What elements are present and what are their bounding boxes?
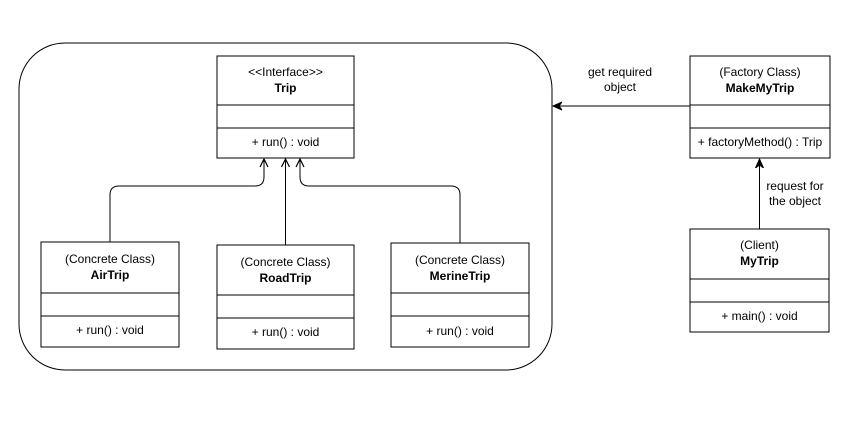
class-merine-trip-box [390, 242, 530, 348]
class-merine-trip-name: MerineTrip [430, 269, 491, 283]
class-trip-box [216, 55, 355, 159]
label-request-line1: request for [766, 179, 823, 193]
class-make-my-trip: (Factory Class) MakeMyTrip + factoryMeth… [689, 55, 831, 159]
class-make-my-trip-stereotype: (Factory Class) [719, 65, 800, 79]
edge-airtrip-to-trip [109, 159, 264, 242]
class-make-my-trip-method: + factoryMethod() : Trip [698, 135, 823, 149]
class-road-trip: (Concrete Class) RoadTrip + run() : void [216, 244, 355, 350]
edge-merinetrip-to-trip [300, 159, 461, 243]
class-road-trip-stereotype: (Concrete Class) [240, 255, 330, 269]
class-air-trip-stereotype: (Concrete Class) [65, 252, 155, 266]
label-request-line2: the object [769, 194, 822, 208]
class-road-trip-box [216, 244, 355, 350]
class-road-trip-name: RoadTrip [259, 271, 311, 285]
class-trip-stereotype: <<Interface>> [248, 65, 323, 79]
label-get-required-line1: get required [588, 65, 652, 79]
class-merine-trip: (Concrete Class) MerineTrip + run() : vo… [390, 242, 530, 348]
class-my-trip-stereotype: (Client) [740, 238, 779, 252]
class-my-trip-box [689, 228, 830, 333]
class-trip: <<Interface>> Trip + run() : void [216, 55, 355, 159]
class-my-trip-name: MyTrip [740, 254, 779, 268]
class-air-trip-box [40, 241, 180, 348]
label-get-required-line2: object [604, 80, 637, 94]
class-merine-trip-method: + run() : void [426, 324, 494, 338]
class-my-trip: (Client) MyTrip + main() : void [689, 228, 830, 333]
class-trip-method: + run() : void [252, 135, 320, 149]
class-merine-trip-stereotype: (Concrete Class) [415, 253, 505, 267]
class-air-trip-name: AirTrip [91, 268, 130, 282]
class-air-trip-method: + run() : void [76, 323, 144, 337]
class-trip-name: Trip [274, 81, 296, 95]
class-air-trip: (Concrete Class) AirTrip + run() : void [40, 241, 180, 348]
class-make-my-trip-name: MakeMyTrip [726, 81, 795, 95]
class-make-my-trip-box [689, 55, 831, 159]
class-my-trip-method: + main() : void [721, 309, 797, 323]
class-road-trip-method: + run() : void [252, 325, 320, 339]
